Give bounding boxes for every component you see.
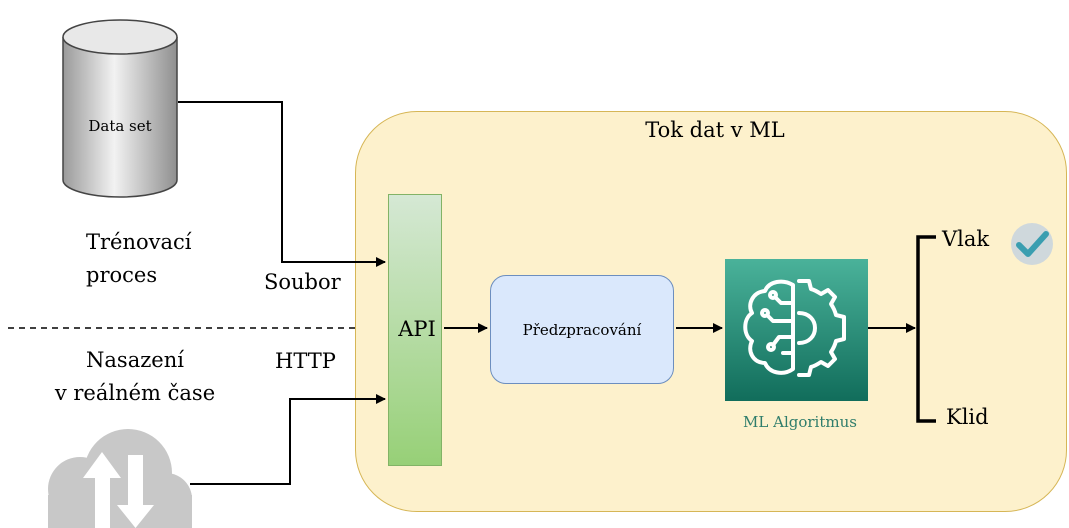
deploy-label-line1: Nasazení: [86, 348, 184, 372]
http-label: HTTP: [275, 349, 336, 373]
dataset-to-api-arrow: [178, 101, 386, 267]
dataset-label: Data set: [88, 117, 152, 135]
preprocess-box: Předzpracování: [490, 275, 674, 384]
file-label: Soubor: [264, 270, 341, 294]
ml-algorithm-tile: [725, 259, 868, 401]
preprocess-label: Předzpracování: [522, 320, 642, 339]
output-train-label: Vlak: [942, 227, 990, 251]
training-label-line2: proces: [86, 262, 158, 287]
ml-data-flow-container: [355, 111, 1067, 512]
deploy-label-line2: v reálném čase: [54, 380, 216, 405]
training-label-line1: Trénovací: [86, 230, 192, 254]
cloud-transfer-icon: [48, 429, 192, 528]
cloud-to-api-arrow: [190, 394, 386, 485]
output-idle-label: Klid: [946, 405, 989, 429]
deployment-label: Nasazení v reálném čase: [30, 344, 240, 409]
check-icon: [1011, 223, 1053, 265]
training-process-label: Trénovací proces: [86, 226, 192, 291]
ml-algorithm-label: ML Algoritmus: [743, 413, 857, 431]
api-bar: [388, 194, 442, 466]
brain-gear-icon: [743, 279, 846, 377]
output-bracket: [916, 235, 936, 423]
dataset-cylinder-icon: [62, 19, 178, 198]
api-label: API: [398, 317, 436, 341]
container-title: Tok dat v ML: [645, 118, 785, 142]
